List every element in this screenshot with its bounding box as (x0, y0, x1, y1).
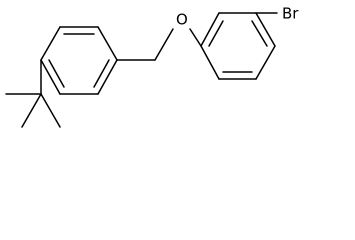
bond (97, 26, 118, 61)
structure-diagram: O Br (5, 5, 299, 128)
oxygen-atom-label: O (176, 11, 188, 29)
double-bond-inner (208, 20, 224, 47)
ch2-oxygen-bond (154, 28, 174, 61)
bond (255, 45, 276, 80)
bromine-atom-label: Br (282, 5, 299, 23)
bond (97, 59, 118, 95)
tert-butyl-group (5, 59, 61, 128)
double-bond-inner (93, 59, 110, 88)
right-benzene-ring (200, 12, 276, 80)
oxygen-ring-bond (189, 28, 202, 47)
double-bond-inner (251, 20, 268, 47)
bond (40, 93, 61, 128)
bond (40, 59, 61, 95)
bond (40, 26, 61, 61)
double-bond-inner (48, 59, 65, 88)
bond (21, 93, 42, 128)
bond (200, 12, 220, 47)
bond (255, 12, 276, 47)
left-benzene-ring (40, 26, 118, 95)
bond (200, 45, 220, 80)
